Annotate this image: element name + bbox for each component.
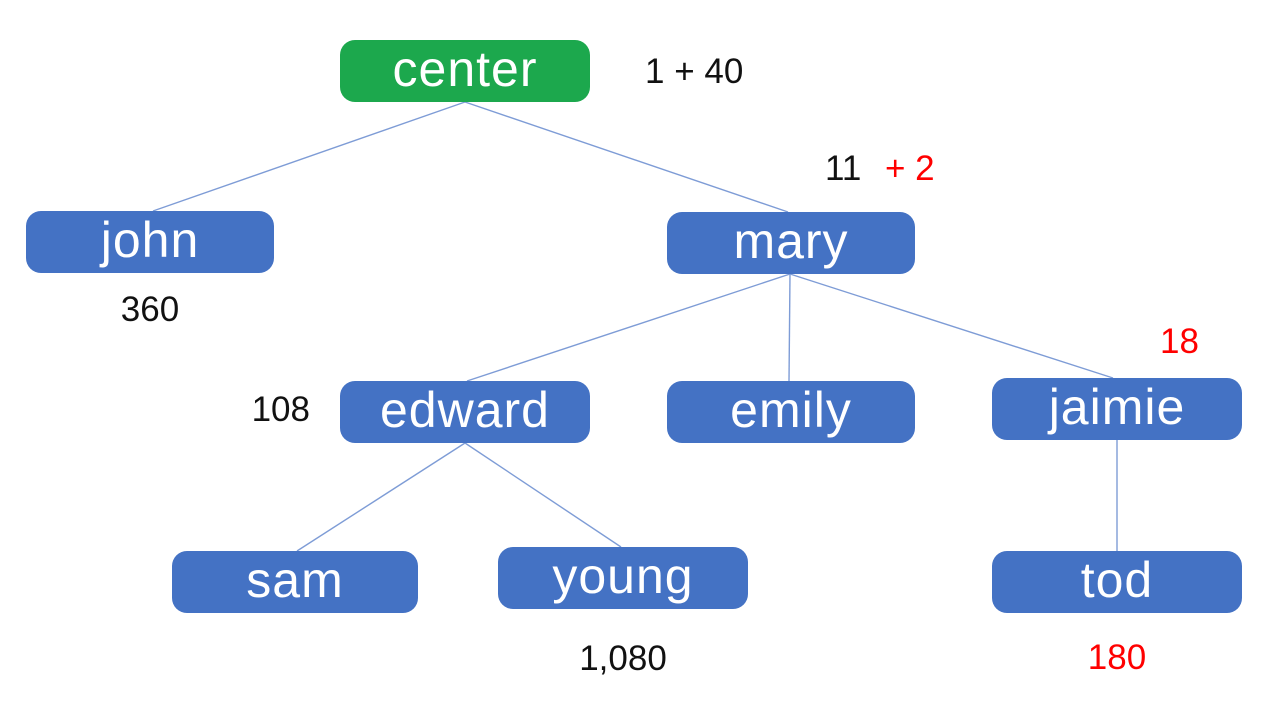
node-edward[interactable]: edward [340,381,590,443]
edge-mary-emily [788,273,791,382]
edge-mary-edward [466,273,791,382]
annotation-mary-value-red: + 2 [885,149,935,188]
node-john-label: john [100,212,200,268]
annotation-tod-value: 180 [1087,638,1147,677]
node-mary[interactable]: mary [667,212,915,274]
edge-mary-jaimie [789,273,1114,379]
node-mary-label: mary [733,213,849,269]
node-young[interactable]: young [498,547,748,609]
edge-center-mary [464,101,789,213]
node-center[interactable]: center [340,40,590,102]
annotation-jaimie-value: 18 [1160,322,1199,361]
annotation-mary-value-black: 11 [825,149,862,188]
node-young-label: young [552,548,694,604]
node-edward-label: edward [380,382,550,438]
edge-edward-sam [296,442,466,552]
node-tod[interactable]: tod [992,551,1242,613]
annotation-edward-value: 108 [251,390,310,429]
node-tod-label: tod [1080,552,1154,608]
annotation-young-value: 1,080 [579,639,667,678]
node-center-label: center [392,41,538,97]
node-sam-label: sam [246,552,344,608]
edge-edward-young [464,442,622,548]
edge-center-john [152,101,466,212]
annotation-john-value: 360 [120,290,180,329]
node-john[interactable]: john [26,211,274,273]
annotation-center-value: 1 + 40 [645,52,744,91]
node-jaimie-label: jaimie [1048,379,1186,435]
node-sam[interactable]: sam [172,551,418,613]
node-emily-label: emily [730,382,852,438]
node-jaimie[interactable]: jaimie [992,378,1242,440]
node-emily[interactable]: emily [667,381,915,443]
